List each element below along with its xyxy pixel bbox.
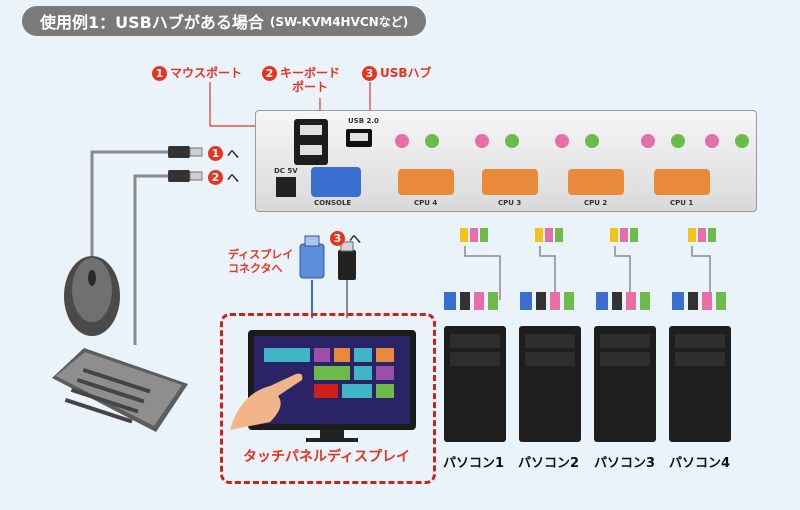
port-label-cpu3: CPU 3 (498, 199, 522, 207)
console-vga-port (311, 167, 361, 197)
arrow-to-1-text: へ (227, 147, 240, 161)
av-plugs (460, 228, 716, 242)
touch-panel-label: タッチパネルディスプレイ (243, 449, 411, 465)
vga-connector (299, 235, 325, 279)
port-label-cpu4: CPU 4 (414, 199, 438, 207)
mouse-cable (90, 150, 168, 262)
display-connector-label: ディスプレイ コネクタへ (228, 248, 293, 276)
console-mic-jack (395, 134, 409, 148)
badge-arrow-2: 2 (208, 170, 223, 185)
title-sub: (SW-KVM4HVCNなど) (269, 14, 409, 29)
arrow-to-3: 3 へ (330, 230, 361, 247)
callout-keyboard-label-1: キーボード (280, 66, 341, 80)
console-spk-jack (425, 134, 439, 148)
arrow-to-1: 1 へ (208, 145, 239, 162)
pc-label-4: パソコン4 (669, 456, 731, 471)
pc-plugs (444, 292, 726, 310)
pc-label-3: パソコン3 (594, 456, 656, 471)
port-label-dc: DC 5V (274, 167, 298, 175)
arrow-to-2: 2 へ (208, 169, 239, 186)
port-label-usb: USB 2.0 (348, 117, 379, 125)
pc-2 (519, 326, 581, 442)
display-connector-line2: コネクタへ (228, 262, 283, 275)
dc-jack (276, 177, 296, 197)
kvm-back-panel (276, 119, 749, 197)
keyboard-cable (133, 174, 168, 345)
pc-4 (669, 326, 731, 442)
badge-arrow-3: 3 (330, 231, 345, 246)
callout-mouse-label: マウスポート (170, 66, 243, 80)
callout-usb-label: USBハブ (380, 66, 432, 80)
port-label-cpu2: CPU 2 (584, 199, 608, 207)
cpu-ports (398, 134, 749, 195)
pc-cable-heads (444, 228, 726, 310)
badge-2: 2 (262, 66, 277, 81)
usb-plug-mouse (168, 146, 203, 158)
arrow-to-3-text: へ (349, 232, 362, 246)
callout-usb-hub: 3 USBハブ (362, 66, 432, 81)
callout-keyboard-port: 2 キーボード ポート (262, 66, 340, 94)
keyboard-device (52, 348, 188, 432)
pc-label-1: パソコン1 (443, 456, 505, 471)
pc-cables (464, 246, 711, 300)
pc-label-2: パソコン2 (518, 456, 580, 471)
pc-1 (444, 326, 506, 442)
touch-display-frame (220, 313, 436, 484)
callout-mouse-port: 1 マウスポート (152, 66, 242, 81)
mouse-device (64, 256, 120, 336)
usb-connector (338, 241, 356, 280)
arrow-to-2-text: へ (227, 171, 240, 185)
title-main: 使用例1：USBハブがある場合 (40, 13, 264, 32)
pc-3 (594, 326, 656, 442)
badge-arrow-1: 1 (208, 146, 223, 161)
badge-3: 3 (362, 66, 377, 81)
callout-keyboard-label-2: ポート (292, 80, 329, 94)
display-connector-line1: ディスプレイ (228, 248, 294, 261)
port-label-console: CONSOLE (314, 199, 352, 207)
usb-plug-keyboard (168, 170, 203, 182)
touch-display-illustration (230, 330, 416, 442)
title-banner: 使用例1：USBハブがある場合 (SW-KVM4HVCNなど) (22, 6, 427, 36)
kvm-switch: USB 2.0 CONSOLE DC 5V CPU 4 CPU 3 CPU 2 … (255, 110, 757, 212)
badge-1: 1 (152, 66, 167, 81)
port-label-cpu1: CPU 1 (670, 199, 694, 207)
